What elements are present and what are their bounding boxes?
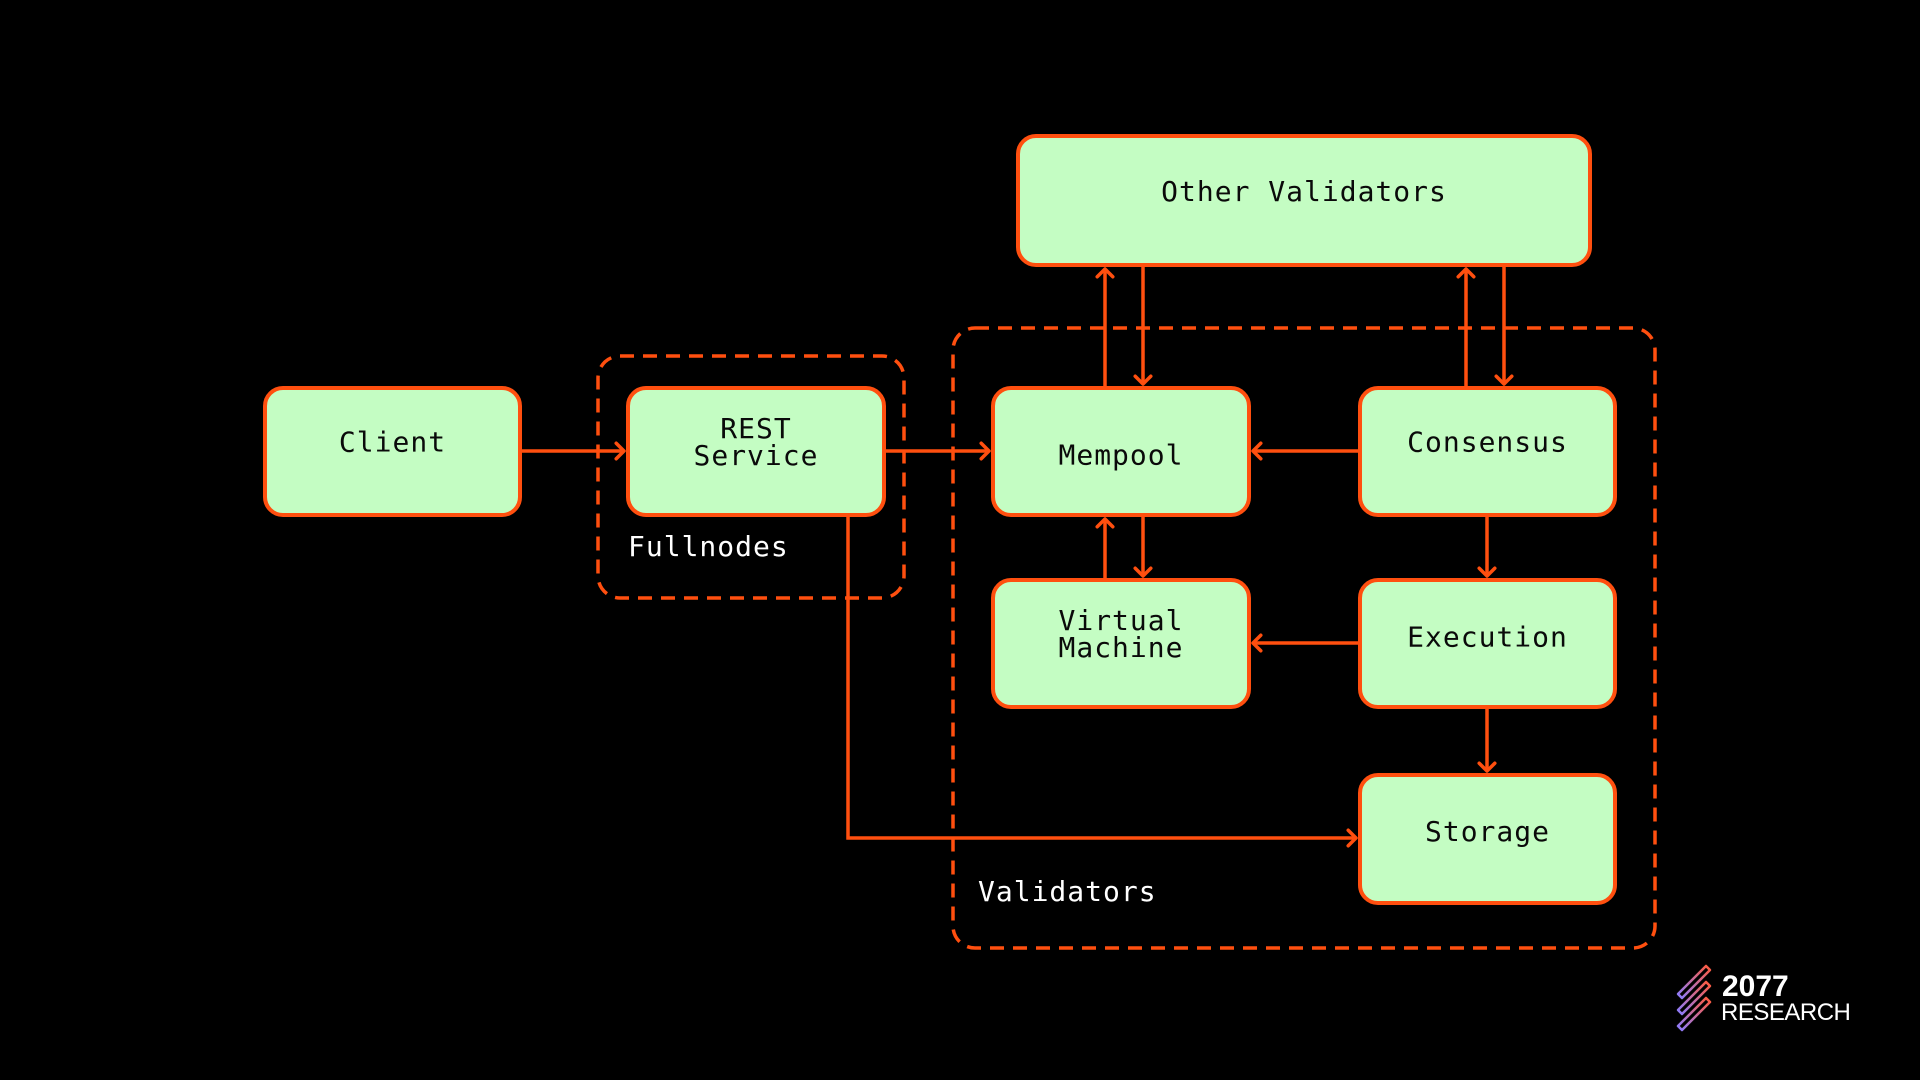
arrowhead-icon xyxy=(1494,374,1514,386)
node-vm-label-line-2: Machine xyxy=(1058,631,1183,664)
node-storage-box xyxy=(1358,773,1617,905)
node-client-label: Client xyxy=(339,426,446,459)
edge-execution-to-storage xyxy=(1477,707,1497,773)
edge-client-to-rest xyxy=(520,441,626,461)
node-mempool-box xyxy=(991,386,1251,517)
logo-stripe-1 xyxy=(1676,964,1712,1000)
edge-others-to-mempool xyxy=(1133,265,1153,386)
node-client-box xyxy=(263,386,522,517)
node-mempool: Mempool xyxy=(991,386,1251,517)
node-consensus-label: Consensus xyxy=(1407,426,1568,459)
arrowhead-icon xyxy=(1477,761,1497,773)
group-validators-label: Validators xyxy=(978,875,1157,908)
node-others: Other Validators xyxy=(1016,134,1592,267)
node-rest-label-line-2: Service xyxy=(693,439,818,472)
edge-vm-to-mempool xyxy=(1095,517,1115,580)
node-consensus: Consensus xyxy=(1358,386,1617,517)
arrowhead-icon xyxy=(614,441,626,461)
arrowhead-icon xyxy=(1346,828,1358,848)
logo-wordmark: RESEARCH xyxy=(1721,999,1850,1026)
arrowhead-icon xyxy=(1095,517,1115,529)
node-others-label: Other Validators xyxy=(1161,175,1447,208)
group-validators-boundary xyxy=(951,326,1657,950)
edge-execution-to-vm xyxy=(1251,633,1360,653)
group-validators: Validators xyxy=(951,326,1657,950)
node-storage: Storage xyxy=(1358,773,1617,905)
node-rest-label-line-1: REST xyxy=(720,412,791,445)
arrowhead-icon xyxy=(1133,566,1153,578)
node-client: Client xyxy=(263,386,522,517)
edge-line xyxy=(846,515,1356,840)
node-vm-label-line-1: Virtual xyxy=(1058,604,1183,637)
node-execution: Execution xyxy=(1358,578,1617,709)
group-fullnodes: Fullnodes xyxy=(596,354,906,600)
edge-rest-to-storage xyxy=(846,515,1358,848)
edge-mempool-to-vm xyxy=(1133,515,1153,578)
group-fullnodes-label: Fullnodes xyxy=(628,530,789,563)
node-mempool-label: Mempool xyxy=(1058,439,1183,472)
edge-others-to-consensus xyxy=(1494,265,1514,386)
logo-number: 2077 xyxy=(1722,970,1789,1003)
node-execution-box xyxy=(1358,578,1617,709)
arrowhead-icon xyxy=(1456,267,1476,279)
arrowhead-icon xyxy=(1095,267,1115,279)
node-others-box xyxy=(1016,134,1592,267)
edge-consensus-to-execution xyxy=(1477,515,1497,578)
arrowhead-icon xyxy=(979,441,991,461)
node-consensus-box xyxy=(1358,386,1617,517)
node-vm-box xyxy=(991,578,1251,709)
arrowhead-icon xyxy=(1477,566,1497,578)
logo-stripe-2 xyxy=(1676,980,1712,1016)
node-rest-box xyxy=(626,386,886,517)
arrowhead-icon xyxy=(1251,633,1263,653)
logo-stripes-icon xyxy=(1676,964,1712,1032)
logo-2077-research: 2077 RESEARCH xyxy=(1676,964,1851,1032)
edge-consensus-to-others xyxy=(1456,267,1476,388)
arrowhead-icon xyxy=(1251,441,1263,461)
arrowhead-icon xyxy=(1133,374,1153,386)
node-storage-label: Storage xyxy=(1425,815,1550,848)
edge-consensus-to-mempool xyxy=(1251,441,1360,461)
edge-rest-to-mempool xyxy=(884,441,991,461)
logo-stripe-3 xyxy=(1676,996,1712,1032)
node-execution-label: Execution xyxy=(1407,621,1568,654)
group-fullnodes-boundary xyxy=(596,354,906,600)
edge-mempool-to-others xyxy=(1095,267,1115,388)
